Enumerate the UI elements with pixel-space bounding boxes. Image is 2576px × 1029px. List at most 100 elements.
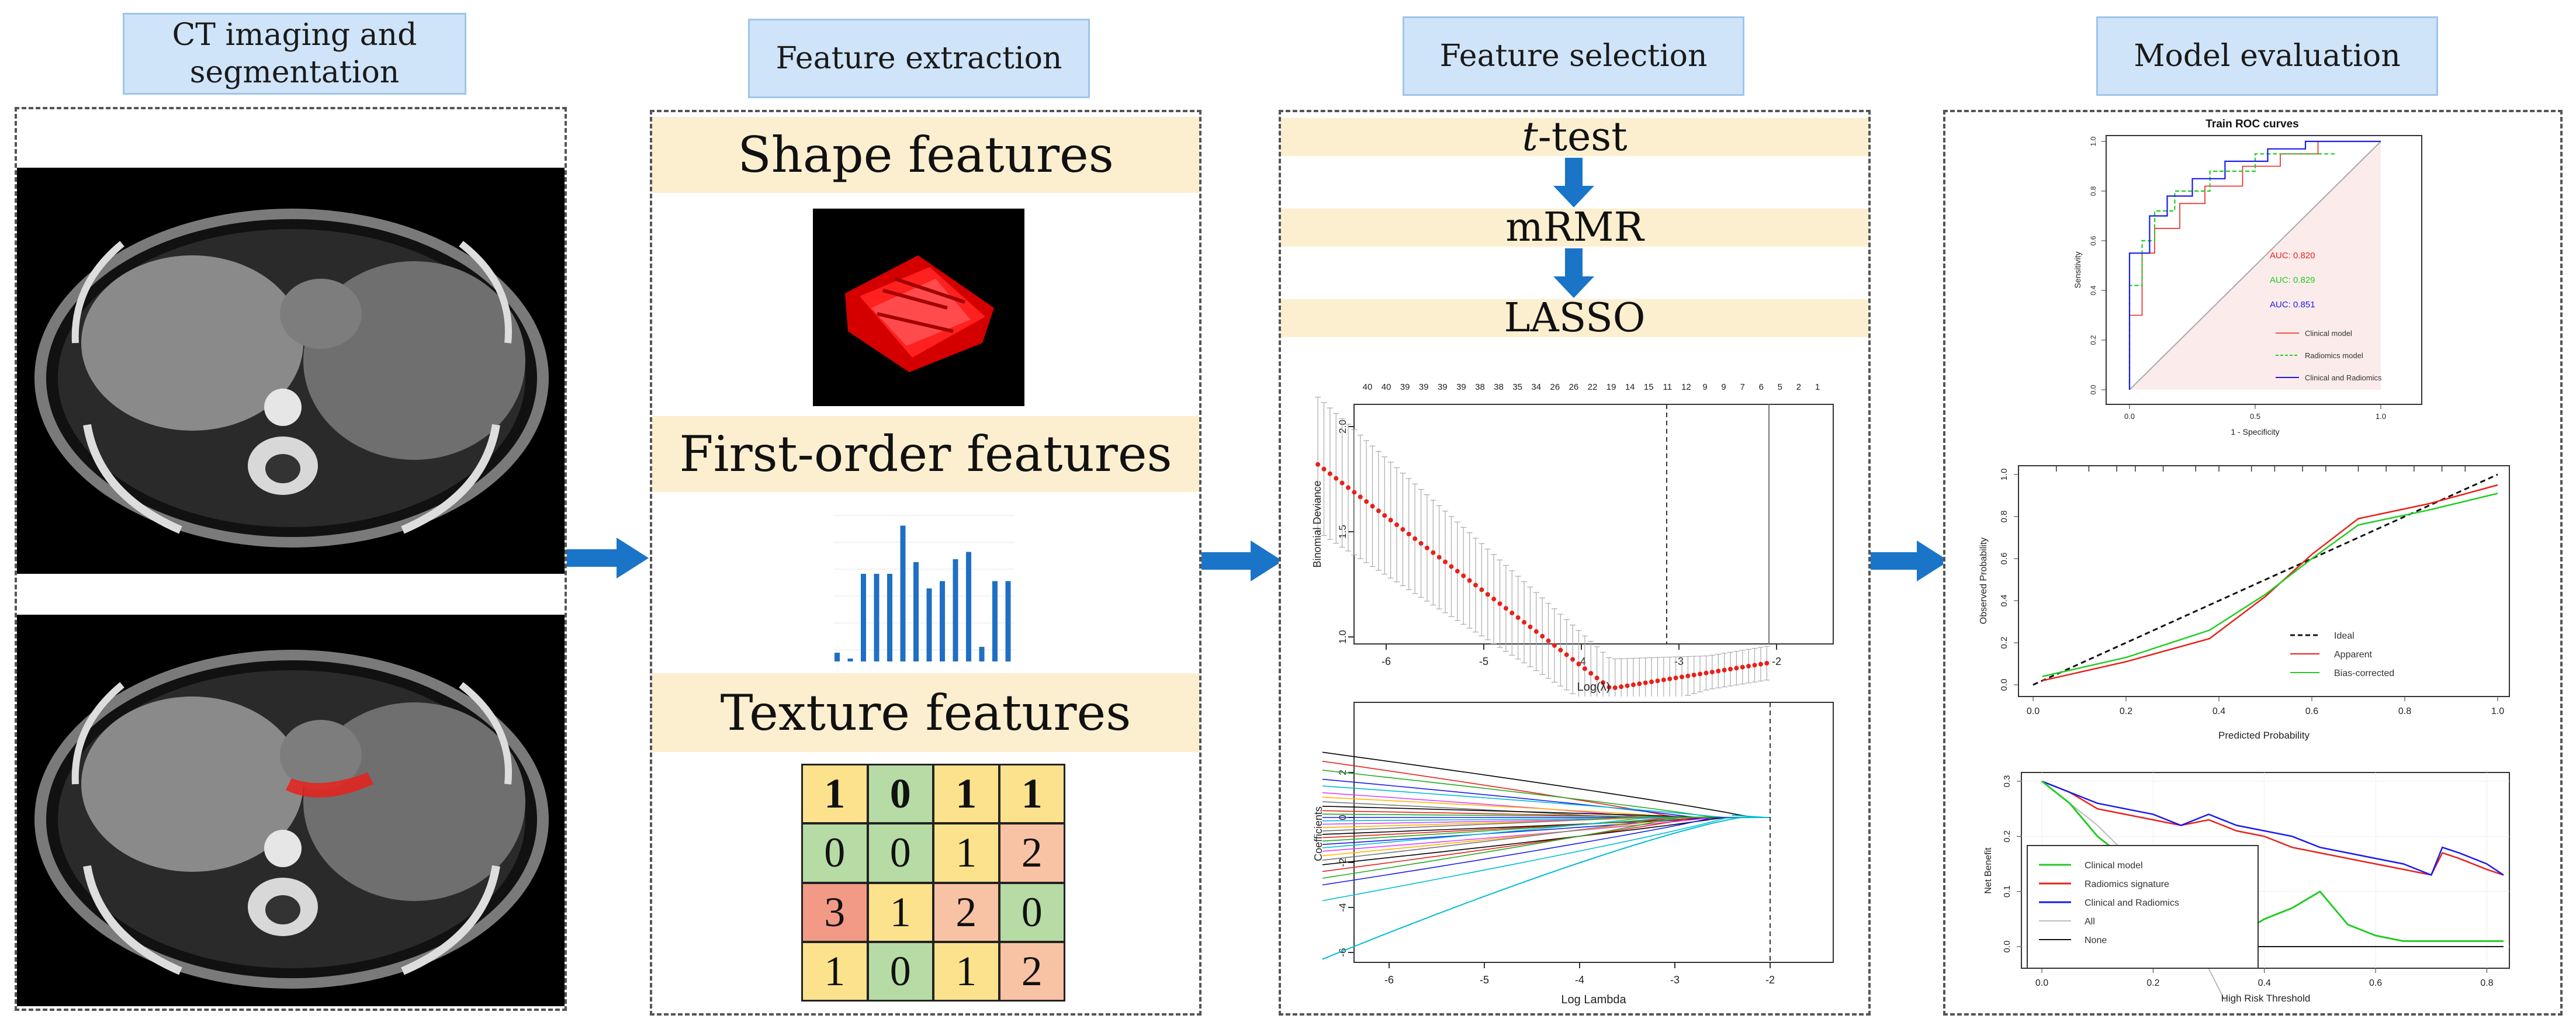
step-ttest-rest: -test — [1538, 114, 1628, 160]
cv-top-tick: 26 — [1569, 382, 1579, 392]
cv-point — [1455, 569, 1460, 574]
cv-top-tick: 39 — [1400, 382, 1410, 392]
cv-top-tick: 26 — [1550, 382, 1560, 392]
cv-point — [1570, 657, 1576, 662]
step-ttest-italic: t — [1522, 114, 1538, 160]
dca-legend-none: None — [2085, 936, 2107, 945]
texture-cell: 3 — [801, 882, 868, 943]
cv-top-tick: 22 — [1588, 382, 1598, 392]
coef-ylabel: Coefficients — [1313, 806, 1324, 861]
cv-point — [1673, 675, 1678, 681]
cv-point — [1649, 679, 1654, 684]
roc-title: Train ROC curves — [2205, 118, 2298, 130]
cal-ytick-label: 0.4 — [1999, 595, 2009, 607]
cal-ytick-label: 0.0 — [1999, 679, 2009, 691]
roc-ylabel: Sensitivity — [2073, 251, 2082, 288]
roc-ytick-label: 0.4 — [2089, 285, 2097, 295]
cv-point — [1503, 606, 1508, 611]
cv-point — [1679, 674, 1684, 680]
roc-curve-combined — [2128, 140, 2381, 390]
cal-xtick-label: 0.0 — [2027, 706, 2040, 716]
cv-point — [1716, 668, 1721, 674]
cv-yticks: 2.01.51.0 — [1337, 420, 1354, 644]
coef-path-line — [1322, 770, 1770, 818]
auc-combined: AUC: 0.851 — [2270, 300, 2315, 310]
cal-xlabel: Predicted Probability — [2218, 730, 2310, 741]
texture-cell: 1 — [998, 764, 1065, 824]
cv-point — [1497, 601, 1502, 607]
cal-legend-bias: Bias-corrected — [2334, 668, 2394, 678]
hist-bar — [992, 581, 998, 661]
cv-point — [1352, 490, 1357, 495]
cv-point — [1685, 673, 1691, 678]
header-evaluation: Model evaluation — [2096, 16, 2438, 96]
hist-bar — [887, 574, 892, 661]
cv-top-tick: 7 — [1740, 382, 1744, 392]
coef-xtick-label: -4 — [1575, 974, 1584, 986]
coef-path-line — [1322, 817, 1770, 960]
cv-point — [1691, 673, 1696, 678]
dca-xtick-label: 0.6 — [2369, 978, 2382, 988]
dca-xlabel: High Risk Threshold — [2221, 993, 2311, 1004]
step-mrmr: mRMR — [1281, 205, 1868, 251]
panel-extraction: Shape features First-order features Text… — [650, 110, 1202, 1016]
cv-point — [1612, 685, 1618, 690]
hist-bar — [940, 581, 945, 661]
cal-legend-apparent: Apparent — [2334, 650, 2372, 660]
coef-xtick-label: -6 — [1384, 974, 1394, 986]
ct-image-bottom — [17, 615, 565, 1006]
texture-cell: 0 — [867, 764, 934, 824]
cal-rug — [2056, 466, 2466, 472]
cv-curve — [1315, 396, 1770, 697]
roc-ytick-label: 0.2 — [2089, 335, 2097, 345]
roc-ytick-label: 0.6 — [2089, 235, 2097, 245]
step-mrmr-label: mRMR — [1505, 205, 1644, 251]
cv-point — [1473, 583, 1479, 588]
texture-cell: 1 — [867, 882, 934, 943]
cv-point — [1491, 597, 1497, 602]
cv-point — [1764, 661, 1770, 666]
coef-path-line — [1322, 751, 1770, 818]
dca-ytick-label: 0.2 — [2002, 830, 2012, 843]
roc-diagonal — [2129, 141, 2381, 390]
coef-path-line — [1732, 815, 1765, 818]
cv-point — [1443, 559, 1448, 564]
cv-top-tick: 2 — [1796, 382, 1801, 392]
cal-legend-ideal: Ideal — [2334, 631, 2355, 641]
roc-yticks: 0.00.20.40.60.81.0 — [2089, 136, 2106, 394]
texture-cell: 0 — [998, 882, 1065, 943]
first-order-histogram — [833, 515, 1015, 661]
cv-point — [1734, 666, 1739, 671]
dca-legend-radiomics: Radiomics signature — [2085, 879, 2169, 889]
cv-point — [1394, 522, 1400, 528]
cv-top-tick: 34 — [1531, 382, 1541, 392]
cv-top-tick: 14 — [1625, 382, 1635, 392]
cv-top-tick: 12 — [1681, 382, 1691, 392]
cv-point — [1479, 587, 1484, 593]
dca-yticks: 0.30.20.10.0 — [2002, 775, 2021, 952]
cal-xtick-label: 0.2 — [2120, 706, 2132, 716]
cv-xtick-label: -6 — [1382, 656, 1391, 667]
cv-point — [1698, 671, 1703, 677]
cv-point — [1424, 545, 1429, 550]
coef-xtick-label: -3 — [1670, 974, 1680, 986]
step-ttest: t-test — [1281, 114, 1868, 160]
cv-point — [1431, 550, 1436, 555]
texture-cell: 1 — [933, 823, 1000, 884]
coef-path-line — [1322, 817, 1770, 902]
cal-apparent-line — [2042, 484, 2498, 682]
hist-bar — [900, 525, 906, 661]
cv-point — [1625, 683, 1630, 688]
texture-cell: 0 — [801, 823, 868, 884]
cv-point — [1552, 643, 1557, 648]
coef-path-line — [1322, 817, 1770, 879]
cv-point — [1509, 611, 1515, 616]
cal-ytick-label: 1.0 — [1999, 469, 2009, 481]
header-evaluation-label: Model evaluation — [2134, 39, 2401, 74]
cv-point — [1758, 661, 1763, 667]
cv-point — [1582, 666, 1587, 671]
panel-ct — [15, 107, 567, 1011]
roc-ytick-label: 0.8 — [2089, 186, 2097, 196]
cv-point — [1630, 682, 1636, 687]
arrow-1-icon — [567, 538, 649, 578]
